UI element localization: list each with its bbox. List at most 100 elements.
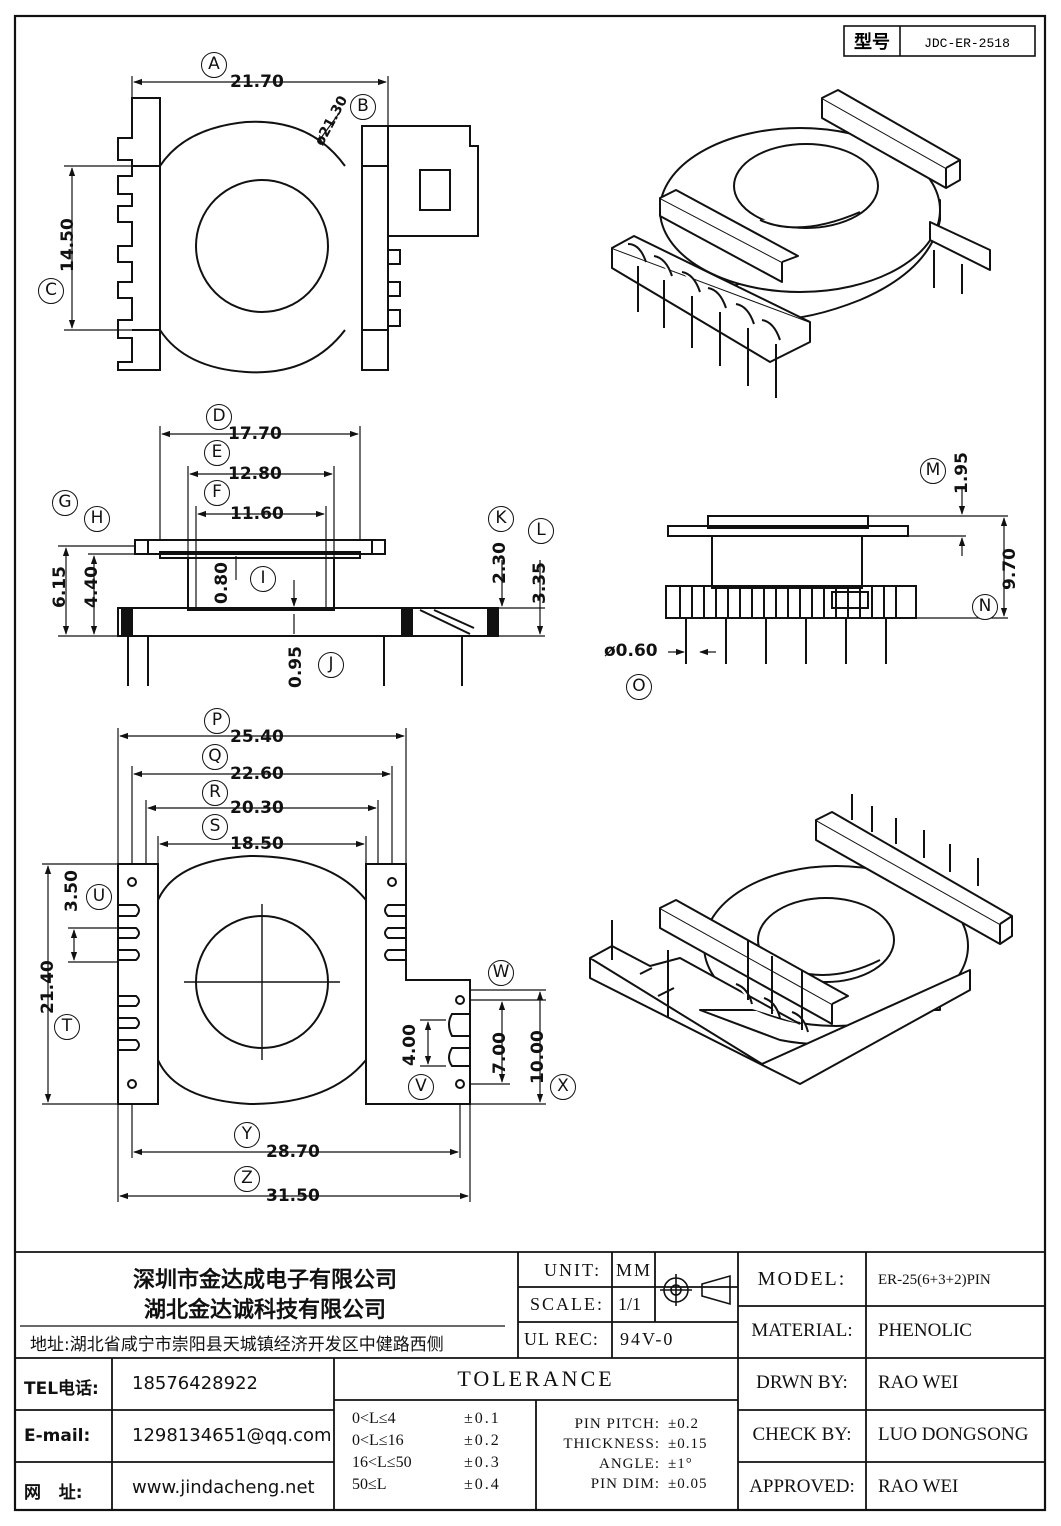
unit-value: MM xyxy=(616,1260,653,1280)
dim-letter-b: B xyxy=(350,94,376,120)
iso-view-bottom xyxy=(589,794,1013,1085)
model-code-value: JDC-ER-2518 xyxy=(924,36,1010,51)
tol-range: 0<L≤4 xyxy=(352,1410,396,1427)
dim-value-h: 4.40 xyxy=(82,566,102,608)
dim-letter-n: N xyxy=(972,594,998,620)
material-value: PHENOLIC xyxy=(878,1320,972,1341)
front-view-dims xyxy=(668,488,1008,656)
dim-value-k: 2.30 xyxy=(490,542,510,584)
side-view-dims xyxy=(58,426,545,637)
tel-value: 18576428922 xyxy=(132,1373,258,1394)
address-label: 地址: xyxy=(30,1335,70,1355)
dim-letter-l: L xyxy=(528,518,554,544)
dim-value-v: 4.00 xyxy=(400,1024,420,1066)
dim-letter-m: M xyxy=(920,458,946,484)
dim-value-p: 25.40 xyxy=(230,727,284,747)
tol-range: 0<L≤16 xyxy=(352,1432,404,1449)
approved-label: APPROVED: xyxy=(749,1476,855,1497)
dim-value-y: 28.70 xyxy=(266,1142,320,1162)
model-code-box: 型号 JDC-ER-2518 xyxy=(843,25,1036,57)
tol-value: ±0.2 xyxy=(464,1432,501,1449)
title-block-grid xyxy=(15,1251,1045,1510)
material-label: MATERIAL: xyxy=(751,1320,853,1341)
tol-value: ±0.3 xyxy=(464,1454,501,1471)
dim-value-s: 18.50 xyxy=(230,834,284,854)
bottom-view xyxy=(117,854,471,1106)
dim-value-m: 1.95 xyxy=(952,452,972,494)
dim-value-f: 11.60 xyxy=(230,504,284,524)
dim-letter-d: D xyxy=(206,404,232,430)
side-view xyxy=(117,539,499,686)
dim-value-i: 0.80 xyxy=(212,562,232,604)
dim-letter-h: H xyxy=(84,506,110,532)
company-name-1: 深圳市金达成电子有限公司 xyxy=(132,1268,397,1293)
ulrec-value: 94V-0 xyxy=(620,1329,675,1349)
tel-label: TEL电话: xyxy=(24,1379,99,1399)
check-by-label: CHECK BY: xyxy=(752,1424,852,1445)
dim-letter-k: K xyxy=(488,506,514,532)
dim-letter-x: X xyxy=(550,1074,576,1100)
tol-value: ±0.1 xyxy=(464,1410,501,1427)
dim-letter-c: C xyxy=(38,278,64,304)
dim-letter-t: T xyxy=(54,1014,80,1040)
dim-letter-g: G xyxy=(52,490,78,516)
projection-symbol xyxy=(660,1274,731,1306)
dim-value-x: 10.00 xyxy=(528,1030,548,1084)
dim-letter-u: U xyxy=(86,884,112,910)
dim-letter-y: Y xyxy=(234,1122,260,1148)
email-value: 1298134651@qq.com xyxy=(132,1425,332,1446)
sheet-border xyxy=(13,14,1047,1512)
dim-letter-z: Z xyxy=(234,1166,260,1192)
dim-letter-j: J xyxy=(318,652,344,678)
dim-value-r: 20.30 xyxy=(230,798,284,818)
tol-extra-value: ±0.2 xyxy=(668,1416,699,1432)
model-label: MODEL: xyxy=(757,1268,847,1290)
company-name-2: 湖北金达诚科技有限公司 xyxy=(143,1298,386,1323)
dim-letter-s: S xyxy=(202,814,228,840)
scale-value: 1/1 xyxy=(618,1294,642,1314)
dim-value-n: 9.70 xyxy=(1000,548,1020,590)
dim-value-g: 6.15 xyxy=(50,566,70,608)
model-code-label: 型号 xyxy=(854,31,890,53)
dim-value-e: 12.80 xyxy=(228,464,282,484)
tol-extra-label: THICKNESS: xyxy=(563,1436,660,1452)
dim-value-t: 21.40 xyxy=(38,960,58,1014)
dim-value-j: 0.95 xyxy=(286,646,306,688)
tolerance-title: TOLERANCE xyxy=(457,1366,615,1391)
bottom-view-centermarks xyxy=(184,904,340,1060)
dim-letter-q: Q xyxy=(202,744,228,770)
dim-letter-e: E xyxy=(204,440,230,466)
dim-value-z: 31.50 xyxy=(266,1186,320,1206)
iso-view-top xyxy=(611,89,991,398)
tol-extra-value: ±1° xyxy=(668,1456,693,1472)
top-view-dims xyxy=(64,76,389,331)
dim-value-q: 22.60 xyxy=(230,764,284,784)
dim-value-o: ø0.60 xyxy=(604,641,658,661)
front-view xyxy=(665,515,917,664)
tol-range: 50≤L xyxy=(352,1476,387,1493)
dim-letter-a: A xyxy=(201,52,227,78)
bottom-view-dims xyxy=(42,728,546,1202)
drawn-by-label: DRWN BY: xyxy=(756,1372,848,1393)
address-row: 地址:湖北省咸宁市崇阳县天城镇经济开发区中健路西侧 xyxy=(30,1330,444,1355)
model-value: ER-25(6+3+2)PIN xyxy=(878,1272,991,1288)
tol-extra-label: ANGLE: xyxy=(599,1456,660,1472)
tol-range: 16<L≤50 xyxy=(352,1454,412,1471)
dim-value-u: 3.50 xyxy=(62,870,82,912)
dim-value-l: 3.35 xyxy=(530,562,550,604)
ulrec-label: UL REC: xyxy=(524,1329,599,1349)
web-value: www.jindacheng.net xyxy=(132,1477,315,1498)
check-by-value: LUO DONGSONG xyxy=(878,1424,1029,1445)
dim-letter-f: F xyxy=(204,480,230,506)
dim-letter-w: W xyxy=(488,960,514,986)
dim-value-d: 17.70 xyxy=(228,424,282,444)
drawn-by-value: RAO WEI xyxy=(878,1372,959,1393)
approved-value: RAO WEI xyxy=(878,1476,959,1497)
dim-value-c: 14.50 xyxy=(58,218,78,272)
address-value: 湖北省咸宁市崇阳县天城镇经济开发区中健路西侧 xyxy=(69,1335,444,1355)
dim-letter-p: P xyxy=(204,708,230,734)
top-view xyxy=(117,97,479,374)
dim-letter-i: I xyxy=(250,566,276,592)
web-label: 网 址: xyxy=(24,1483,83,1503)
